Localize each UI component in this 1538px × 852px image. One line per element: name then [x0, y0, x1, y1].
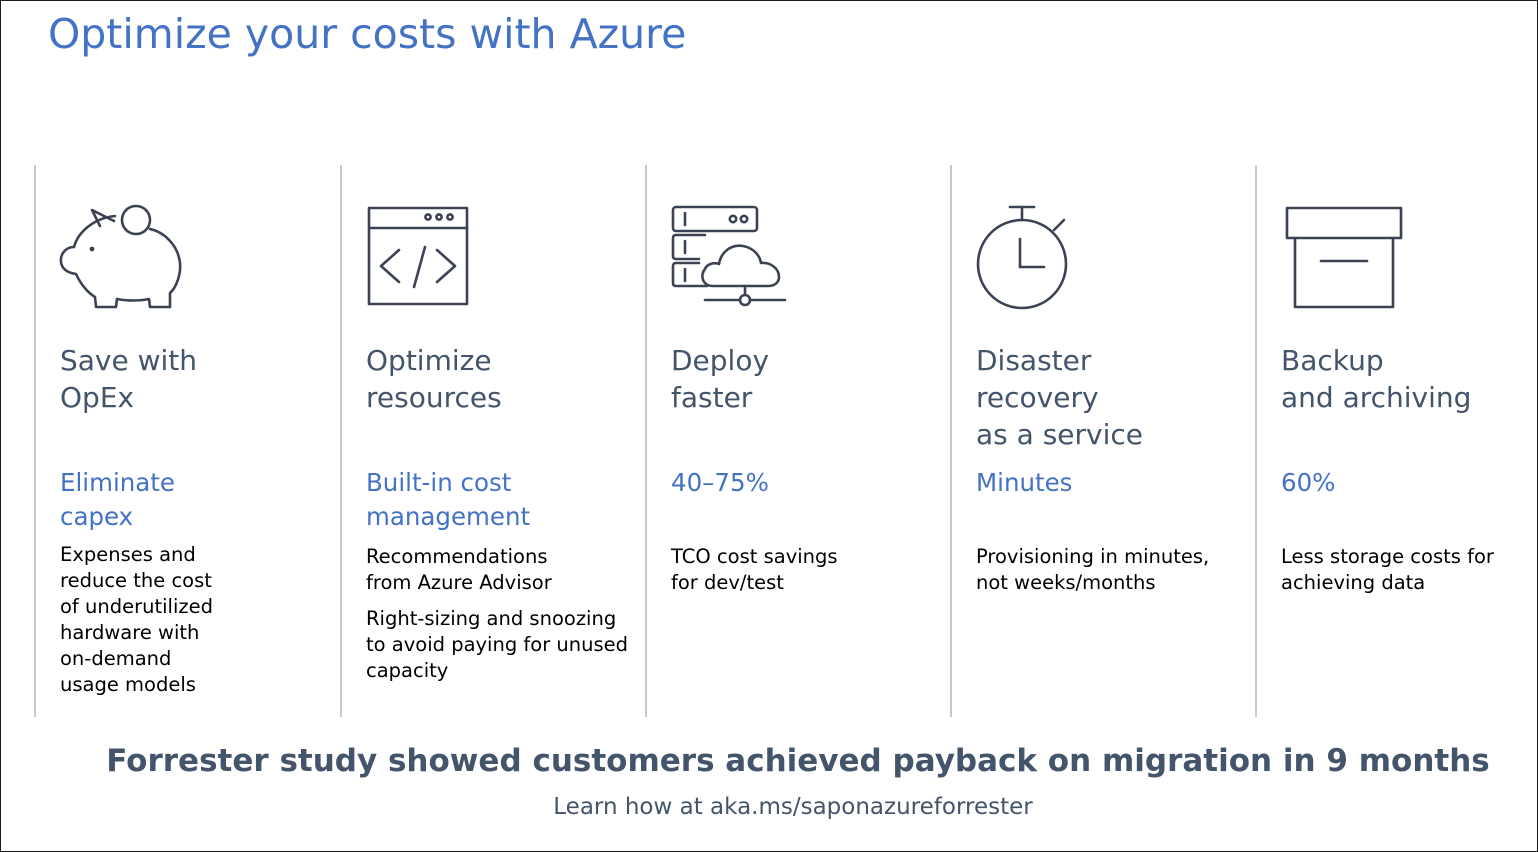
- column-heading: Backup and archiving: [1281, 344, 1472, 414]
- column-disaster-recovery: Disaster recovery as a service Minutes P…: [950, 165, 1255, 717]
- column-heading: Optimize resources: [366, 344, 502, 414]
- column-description-secondary: Right-sizing and snoozing to avoid payin…: [366, 607, 629, 682]
- column-stat: Minutes: [976, 468, 1073, 497]
- column-stat: 40–75%: [671, 468, 769, 497]
- column-stat: 60%: [1281, 468, 1336, 497]
- server-cloud-icon: [669, 201, 789, 313]
- stopwatch-icon: [974, 201, 1094, 313]
- forrester-headline: Forrester study showed customers achieve…: [106, 743, 1490, 779]
- column-description: Recommendations from Azure Advisor: [366, 545, 552, 594]
- column-heading: Save with OpEx: [60, 344, 198, 414]
- column-heading: Disaster recovery as a service: [976, 344, 1144, 451]
- column-deploy-faster: Deploy faster 40–75% TCO cost savings fo…: [645, 165, 950, 717]
- column-save-with-opex: Save with OpEx Eliminate capex Expenses …: [34, 165, 339, 717]
- code-window-icon: [364, 201, 484, 313]
- column-description: TCO cost savings for dev/test: [671, 545, 838, 594]
- archive-box-icon: [1279, 201, 1403, 313]
- column-description: Expenses and reduce the cost of underuti…: [60, 543, 213, 696]
- column-description: Provisioning in minutes, not weeks/month…: [976, 545, 1210, 594]
- page-title: Optimize your costs with Azure: [48, 10, 687, 58]
- piggy-bank-icon: [58, 201, 182, 313]
- column-stat: Eliminate capex: [60, 468, 175, 531]
- column-stat: Built-in cost management: [366, 468, 531, 531]
- column-description: Less storage costs for achieving data: [1281, 545, 1494, 594]
- column-heading: Deploy faster: [671, 344, 770, 414]
- column-optimize-resources: Optimize resources Built-in cost managem…: [340, 165, 645, 717]
- learn-more-link[interactable]: Learn how at aka.ms/saponazureforrester: [553, 794, 1033, 820]
- column-backup-archiving: Backup and archiving 60% Less storage co…: [1255, 165, 1538, 717]
